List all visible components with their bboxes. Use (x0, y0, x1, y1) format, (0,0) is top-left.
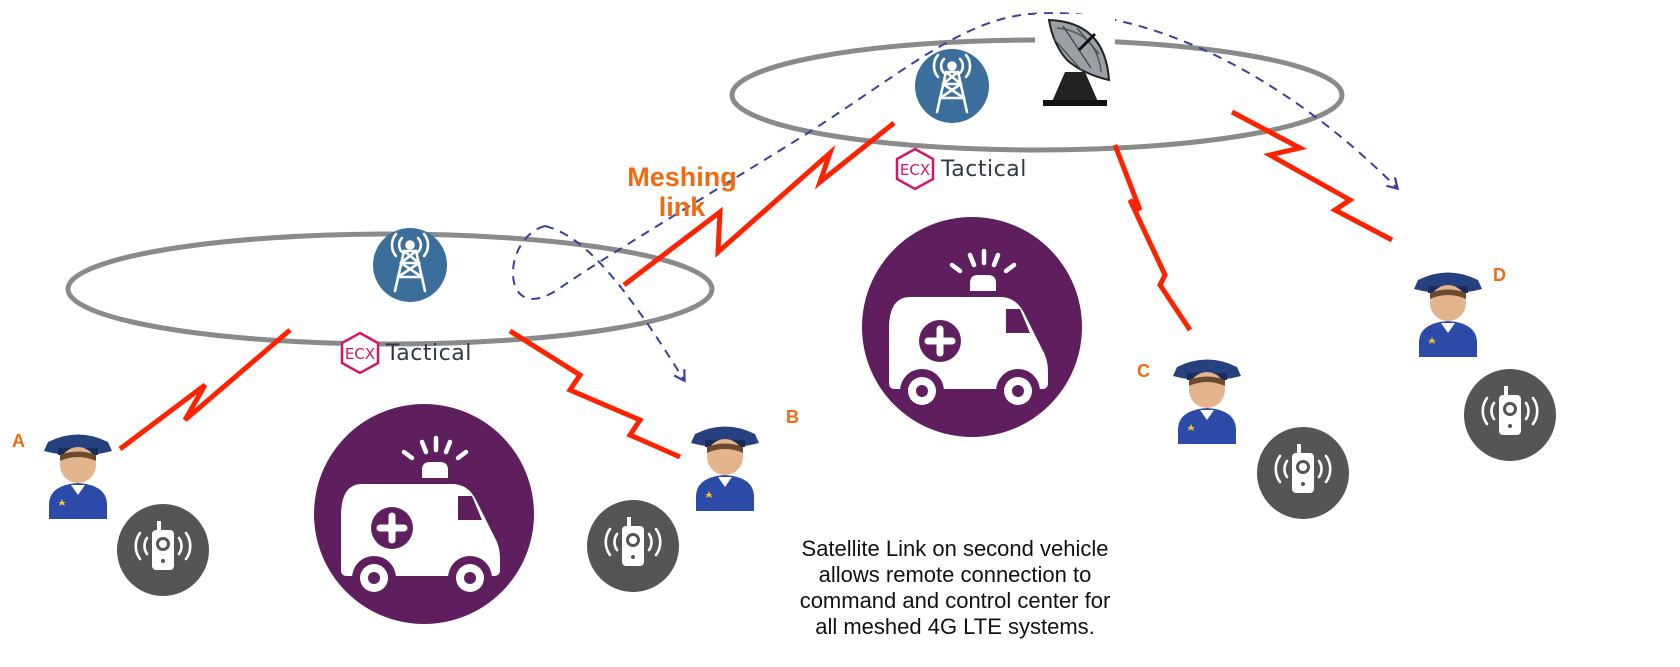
police-officer-icon (1173, 359, 1241, 444)
police-officer-icon (1414, 272, 1482, 357)
svg-text:ECX: ECX (345, 345, 375, 363)
ecx-tactical-logo: ECX Tactical (338, 331, 472, 375)
ecx-hex-icon: ECX (340, 331, 380, 375)
meshing-link-label: Meshing link (612, 162, 752, 222)
meshing-link (622, 121, 896, 287)
diagram-caption: Satellite Link on second vehicle allows … (799, 536, 1111, 639)
radio-link-b (508, 328, 682, 460)
radio-link-c (1112, 144, 1193, 332)
meshing-link-label-line2: link (658, 192, 706, 222)
user-label-c: C (1137, 361, 1150, 381)
ecx-hex-icon: ECX (895, 147, 935, 191)
cell-tower-icon (371, 226, 449, 304)
satellite-dish-icon (1035, 14, 1115, 106)
ecx-tactical-logo: ECX Tactical (893, 147, 1027, 191)
user-label-b: B (786, 407, 799, 427)
mesh-path-to-d (511, 12, 1400, 300)
walkie-talkie-icon (115, 502, 211, 598)
ecx-tactical-wordmark: Tactical (941, 156, 1027, 182)
ambulance-icon (862, 217, 1082, 437)
police-officer-icon (44, 434, 112, 519)
police-officer-icon (691, 426, 759, 511)
walkie-talkie-icon (585, 498, 681, 594)
svg-text:ECX: ECX (900, 161, 930, 179)
radio-link-d (1230, 109, 1394, 243)
ecx-tactical-wordmark: Tactical (386, 340, 472, 366)
user-label-d: D (1493, 265, 1506, 285)
walkie-talkie-icon (1462, 367, 1558, 463)
walkie-talkie-icon (1255, 425, 1351, 521)
user-label-a: A (12, 431, 25, 451)
radio-link-a (118, 328, 292, 451)
ambulance-icon (314, 404, 534, 624)
meshing-link-label-line1: Meshing (627, 162, 737, 192)
cell-tower-icon (913, 47, 991, 125)
